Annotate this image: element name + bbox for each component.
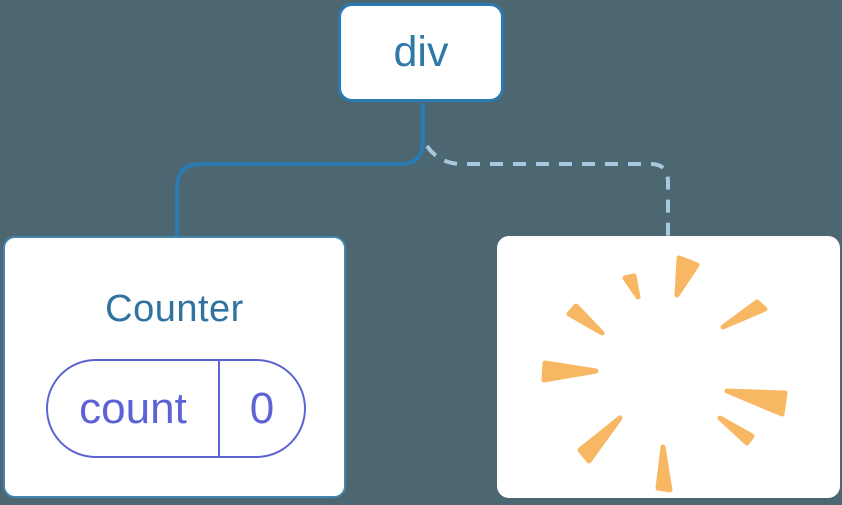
poof-ray — [541, 360, 599, 383]
poof-starburst-icon — [541, 255, 788, 493]
poof-ray — [566, 303, 605, 336]
poof-ray — [724, 388, 788, 417]
removed-component-card — [497, 236, 840, 498]
poof-ray — [720, 299, 768, 330]
poof-ray — [622, 273, 641, 300]
counter-title: Counter — [105, 288, 244, 330]
root-div-label: div — [393, 28, 449, 76]
poof-ray — [674, 255, 700, 298]
solid-connector-line — [175, 103, 425, 237]
counter-component-card: Counter count 0 — [3, 236, 346, 498]
root-div-node: div — [338, 3, 504, 102]
state-pill: count 0 — [46, 359, 306, 458]
state-value: 0 — [249, 383, 275, 433]
poof-ray — [655, 444, 673, 493]
poof-ray — [717, 415, 755, 446]
poof-ray — [577, 415, 623, 464]
state-key-label: count — [48, 361, 220, 456]
dashed-connector-line — [425, 144, 670, 237]
